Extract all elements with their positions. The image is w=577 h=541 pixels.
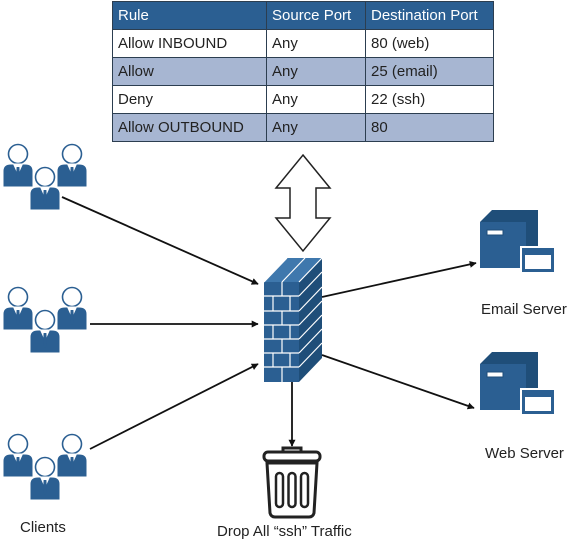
destination-port-cell: 25 (email) xyxy=(365,57,494,86)
person-icon xyxy=(56,433,88,478)
client-group-1 xyxy=(2,143,88,211)
destination-port-cell: 80 (web) xyxy=(365,29,494,58)
source-port-cell: Any xyxy=(266,85,366,114)
trash-can-icon xyxy=(262,446,322,519)
web-server-label: Web Server xyxy=(485,445,564,462)
source-port-cell: Any xyxy=(266,113,366,142)
arrow-firewall-to-email-server xyxy=(321,260,477,298)
firewall-icon xyxy=(263,257,323,382)
drop-ssh-traffic-label: Drop All “ssh” Traffic xyxy=(217,523,352,540)
web-server-icon xyxy=(479,351,556,416)
source-port-cell: Any xyxy=(266,29,366,58)
person-icon xyxy=(2,143,34,188)
source-port-cell: Any xyxy=(266,57,366,86)
destination-port-cell: 80 xyxy=(365,113,494,142)
clients-label: Clients xyxy=(20,519,66,536)
header-rule: Rule xyxy=(112,1,267,30)
email-server-icon xyxy=(479,209,556,274)
rule-cell: Allow INBOUND xyxy=(112,29,267,58)
table-row: Allow OUTBOUND Any 80 xyxy=(112,113,494,142)
arrow-clients1-to-firewall xyxy=(61,196,259,285)
rule-cell: Allow xyxy=(112,57,267,86)
person-icon xyxy=(56,143,88,188)
table-row: Allow Any 25 (email) xyxy=(112,57,494,86)
person-icon xyxy=(29,309,61,354)
client-group-3 xyxy=(2,433,88,501)
table-row: Allow INBOUND Any 80 (web) xyxy=(112,29,494,58)
person-icon xyxy=(29,456,61,501)
rule-cell: Allow OUTBOUND xyxy=(112,113,267,142)
person-icon xyxy=(56,286,88,331)
firewall-rules-table: Rule Source Port Destination Port Allow … xyxy=(112,1,494,142)
double-arrow-icon xyxy=(274,153,332,253)
rule-cell: Deny xyxy=(112,85,267,114)
client-group-2 xyxy=(2,286,88,354)
table-row: Deny Any 22 (ssh) xyxy=(112,85,494,114)
person-icon xyxy=(2,286,34,331)
person-icon xyxy=(2,433,34,478)
arrow-firewall-to-web-server xyxy=(321,354,475,410)
person-icon xyxy=(29,166,61,211)
arrow-clients3-to-firewall xyxy=(89,363,259,450)
email-server-label: Email Server xyxy=(481,301,567,318)
table-header-row: Rule Source Port Destination Port xyxy=(112,1,494,30)
